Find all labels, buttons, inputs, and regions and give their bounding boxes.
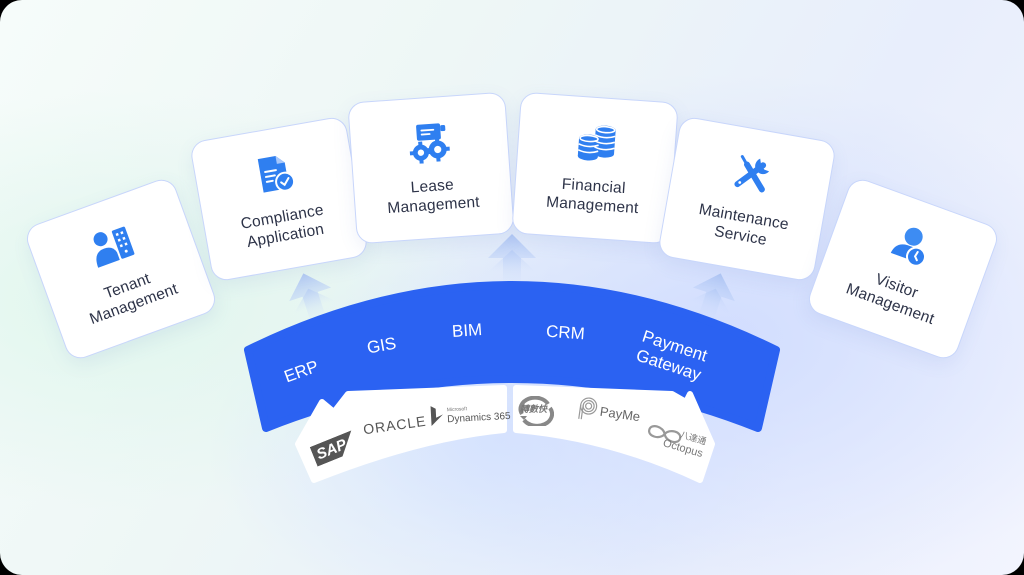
octopus-infinity-icon xyxy=(648,425,682,444)
person-clock-icon xyxy=(883,217,939,273)
document-check-icon xyxy=(249,149,300,200)
erp-vendor-callout xyxy=(295,385,507,483)
fps-swirl-icon xyxy=(518,395,555,428)
coin-stacks-icon xyxy=(573,120,620,167)
octopus-logo: 八達通 Octopus xyxy=(643,420,708,460)
arrow-up-icon-right xyxy=(688,273,735,324)
chat-gears-icon xyxy=(406,120,453,167)
arrow-up-icon-center xyxy=(488,234,536,286)
arrow-up-icon-left xyxy=(289,273,336,324)
fps-logo: 轉數快 xyxy=(518,395,555,428)
dynamics-icon xyxy=(430,406,443,427)
payme-logo: PayMe xyxy=(577,396,642,428)
payme-icon xyxy=(578,397,598,420)
wrench-screwdriver-icon xyxy=(726,149,777,200)
system-bim[interactable]: BIM xyxy=(451,319,483,342)
payment-vendor-callout xyxy=(513,385,715,483)
person-building-icon xyxy=(84,217,140,273)
dynamics-365-logo: Microsoft Dynamics 365 xyxy=(430,402,511,427)
system-crm[interactable]: CRM xyxy=(545,321,586,344)
